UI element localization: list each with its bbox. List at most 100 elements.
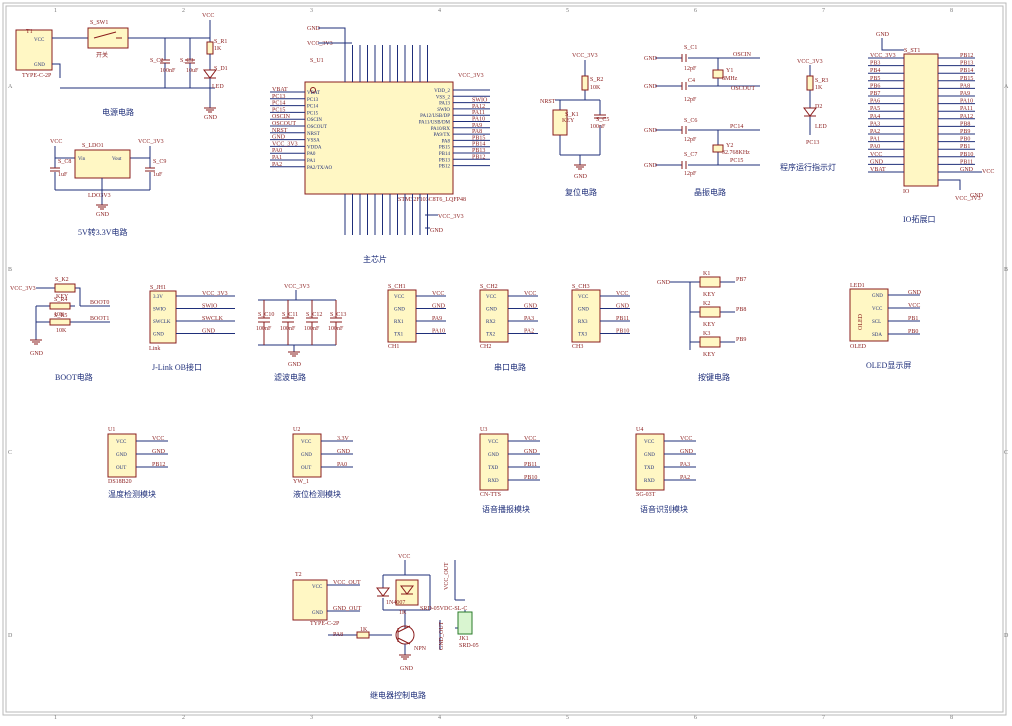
oled-net: VCC [908,303,920,309]
mcu-ref: S_U1 [310,58,324,64]
key-net: PB7 [736,277,746,283]
c6-value: 12pF [684,137,697,143]
jlink-net: GND [202,329,216,335]
grid-row-right: C [1004,450,1008,456]
io-left-net: PA1 [870,137,880,143]
r5-ref: S_R5 [54,313,67,319]
mcu-chip: GND VCC_3V3 S_U1 STM32F103C8T6_LQFP48 VB… [270,26,490,264]
d2-ref: D2 [815,104,822,110]
filter-cap-value: 100nF [280,326,296,332]
relay-diode: 1N4007 [386,600,405,606]
grid-col-top: 3 [310,8,313,14]
filter-vcc: VCC_3V3 [284,284,310,290]
oled-pin-name: VCC [872,307,883,312]
filter-cap-ref: S_C11 [282,312,298,318]
mcu-bottom-vcc: VCC_3V3 [438,214,464,220]
io-right-net: PA12 [960,114,973,120]
grid-row-left: B [8,267,12,273]
temp-net: GND [152,449,166,455]
grid-col-bottom: 1 [54,715,57,721]
io-right-net: PB13 [960,61,973,67]
mcu-top-net-wire [318,27,352,45]
oled-net: PB1 [908,316,918,322]
mcu-left-pin-name: OSCOUT [307,125,327,130]
ldo-part: LDO3V3 [88,193,111,199]
jlink-net: SWCLK [202,316,224,322]
relay-part: SRD-05 [459,643,479,649]
voicerec-pin-name: RXD [644,479,655,484]
crys-gnd-3: GND [644,128,658,134]
io-header: GND S_ST1 VCC_3V3PB3PB4PB5PB6PB7PA6PA5PA… [868,32,994,224]
voiceplay-pin-name: GND [488,453,499,458]
mcu-left-pin-name: VBAT [307,91,320,96]
mcu-right-net: PA9 [472,123,482,129]
grid-col-top: 8 [950,8,953,14]
io-gnd-wire [881,38,904,51]
ldo-gnd: GND [96,212,110,218]
oled-net: GND [908,290,922,296]
temp-net: VCC [152,436,164,442]
r4-value: 10K [54,312,65,318]
io-left-net: PA4 [870,114,880,120]
y1-value: 8MHz [722,76,738,82]
r2-ref: S_R2 [590,77,603,83]
relay-vcc-out-right: VCC_OUT [444,562,450,590]
filter-cap-value: 100nF [304,326,320,332]
grid-row-left: D [8,633,13,639]
mcu-left-net: OSCIN [272,114,291,120]
y1-ref: Y1 [726,68,733,74]
oled-ref: LED1 [850,283,865,289]
relay-ref: JK1 [459,636,469,642]
grid-col-top: 1 [54,8,57,14]
uart-pin-name: RX1 [394,320,404,325]
key-net: PB9 [736,337,746,343]
mcu-right-pin-name: PB12 [439,165,451,170]
voiceplay-ref: U3 [480,427,487,433]
crys-pc15: PC15 [730,158,743,164]
c6-ref: S_C6 [684,118,697,124]
io-left-net: PA0 [870,144,880,150]
uart-net: PB11 [616,316,629,322]
grid-col-bottom: 5 [566,715,569,721]
voiceplay-net: GND [524,449,538,455]
runled-net: PC13 [806,140,819,146]
level-net: GND [337,449,351,455]
grid-col-bottom: 2 [182,715,185,721]
voiceplay-net: VCC [524,436,536,442]
run-led-icon [803,107,817,117]
temp-net: PB12 [152,462,165,468]
io-left-net: VCC [870,152,882,158]
io-left-net: PA5 [870,106,880,112]
mcu-left-net: PC14 [272,101,285,107]
relay-vcc-out: VCC_OUT [333,580,361,586]
io-left-net: VBAT [870,167,886,173]
mcu-right-pin-name: PA13 [439,102,450,107]
mcu-left-pins: VBATVBATPC13PC13PC14PC14PC15PC15OSCINOSC… [270,87,332,171]
voicerec-pin-name: TXD [644,466,655,471]
mcu-right-pin-name: VDD_2 [434,89,450,94]
mcu-right-net: PB13 [472,148,485,154]
uart-ports: S_CH1VCCVCCGNDGNDRX1PA9TX1PA10CH1S_CH2VC… [387,284,630,350]
grid-row-left: A [8,84,13,90]
relay-circuit: T2 VCC GND TYPE-C-2P VCC_OUT GND_OUT VCC… [292,554,479,700]
io-top-gnd: GND [876,32,890,38]
sensor-modules: U1VCCVCCGNDGNDOUTPB12DS18B20U2VCC3.3VGND… [107,427,696,498]
mcu-right-pin-name: PB14 [439,152,451,157]
voicerec-net: VCC [680,436,692,442]
level-pin-name: VCC [301,440,312,445]
c7-ref: S_C7 [684,152,697,158]
key-body [699,306,721,318]
jlink-pin-name: GND [153,333,164,338]
power-gnd: GND [204,115,218,121]
io-right-net: PB1 [960,144,970,150]
temp-body [107,433,137,478]
filter-cap-ref: S_C12 [306,312,322,318]
voicerec-ref: U4 [636,427,643,433]
jlink-pin-name: SWIO [153,308,166,313]
uart-pin-name: TX1 [394,333,404,338]
mcu-top-gnd: GND [307,26,321,32]
uart-pin-name: GND [578,308,589,313]
